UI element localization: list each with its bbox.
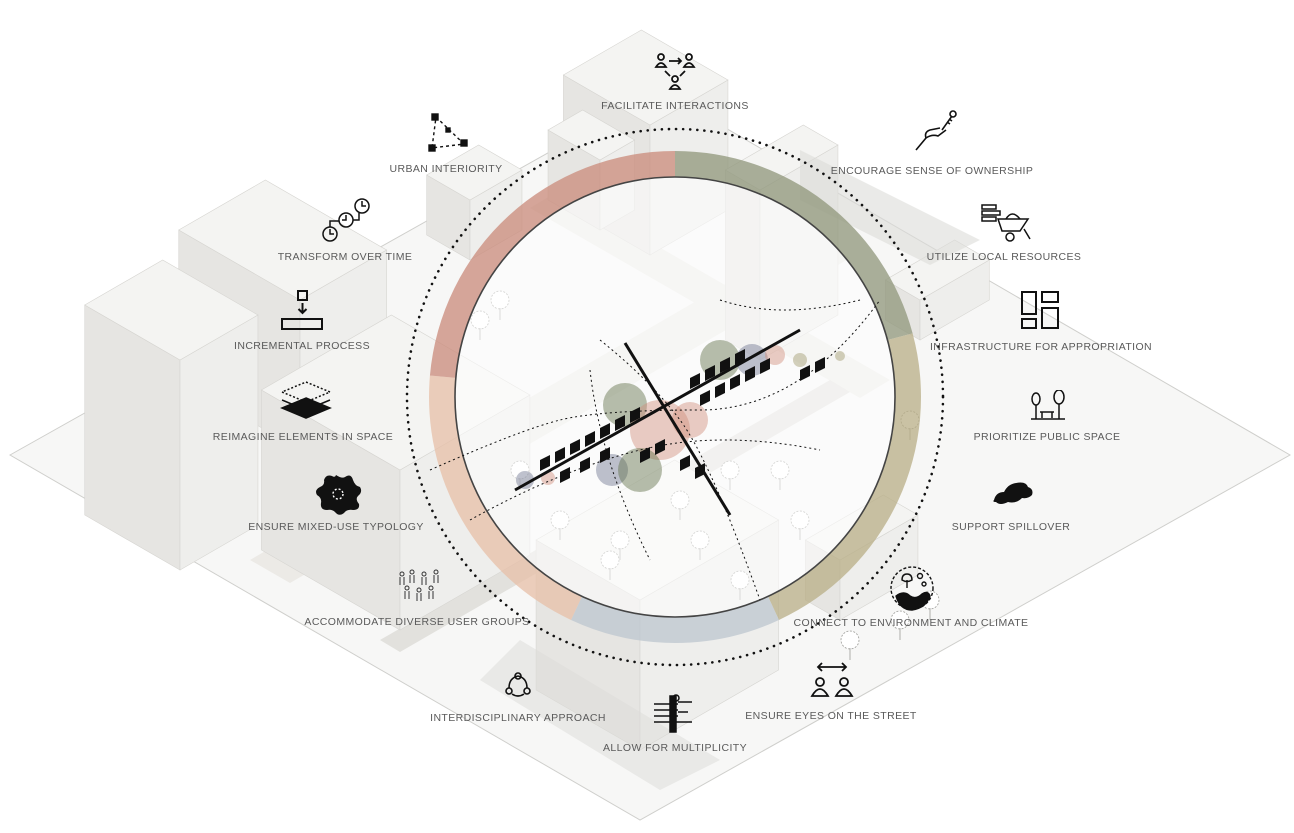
kiosk [680, 455, 690, 471]
movement-path [719, 299, 861, 311]
building [426, 144, 523, 261]
label-incremental-process: INCREMENTAL PROCESS [234, 340, 370, 352]
label-eyes-on-street: ENSURE EYES ON THE STREET [745, 710, 917, 722]
label-transform-over-time: TRANSFORM OVER TIME [277, 251, 413, 263]
kiosk [640, 447, 650, 463]
globe-nature-icon [888, 564, 936, 612]
label-multiplicity: ALLOW FOR MULTIPLICITY [603, 742, 747, 754]
stack-arrow-icon [280, 290, 324, 332]
kiosk [800, 365, 810, 381]
label-infrastructure-appropriation: INFRASTRUCTURE FOR APPROPRIATION [929, 341, 1153, 353]
people-exchange-icon [654, 52, 696, 92]
shadow [800, 150, 980, 265]
ring-dotted-outline [405, 127, 945, 667]
activity-circle [516, 471, 534, 489]
label-accommodate-users: ACCOMMODATE DIVERSE USER GROUPS [304, 616, 530, 628]
clocks-icon [320, 196, 372, 244]
label-urban-interiority: URBAN INTERIORITY [389, 163, 503, 175]
kiosk [745, 366, 755, 382]
ring-segment [429, 375, 583, 620]
kiosk [705, 365, 715, 381]
label-reimagine-elements: REIMAGINE ELEMENTS IN SPACE [212, 431, 394, 443]
splat-icon [314, 472, 362, 516]
label-encourage-ownership: ENCOURAGE SENSE OF OWNERSHIP [830, 165, 1034, 177]
kiosk [585, 431, 595, 447]
activity-circle [618, 448, 662, 492]
activity-circle [672, 402, 708, 438]
kiosk [730, 374, 740, 390]
kiosk [715, 382, 725, 398]
label-ensure-mixed-use: ENSURE MIXED-USE TYPOLOGY [248, 521, 424, 533]
two-people-icon [808, 660, 856, 700]
label-utilize-local-resources: UTILIZE LOCAL RESOURCES [926, 251, 1082, 263]
movement-path [469, 439, 821, 521]
hand-key-icon [912, 110, 958, 154]
label-connect-environment: CONNECT TO ENVIRONMENT AND CLIMATE [793, 617, 1029, 629]
building [84, 259, 259, 571]
tree [840, 630, 860, 650]
activity-circle [793, 353, 807, 367]
grid-blocks-icon [1020, 290, 1062, 332]
ring-inner-edge [454, 176, 896, 618]
kiosk [655, 439, 665, 455]
kiosk [695, 463, 705, 479]
activity-circle [835, 351, 845, 361]
ring-inner-fill [455, 177, 895, 617]
activity-circle [630, 400, 690, 460]
kiosk [555, 447, 565, 463]
ring-segment [429, 151, 675, 378]
activity-circle [596, 454, 628, 486]
ring-segment [571, 596, 675, 643]
bench-trees-icon [1030, 390, 1066, 422]
axis-line [514, 328, 801, 492]
tool-comb-icon [650, 694, 696, 734]
label-support-spillover: SUPPORT SPILLOVER [951, 521, 1071, 533]
kiosk [540, 455, 550, 471]
movement-path [429, 299, 881, 471]
crowd-icon [396, 568, 444, 604]
kiosk [690, 373, 700, 389]
spill-blob-icon [990, 480, 1036, 508]
triangle-frame-icon [426, 112, 470, 154]
kiosk [570, 439, 580, 455]
kiosk [615, 415, 625, 431]
shadow [480, 640, 720, 790]
label-interdisciplinary: INTERDISCIPLINARY APPROACH [430, 712, 606, 724]
layers-icon [280, 380, 332, 422]
wheelbarrow-icon [980, 203, 1032, 243]
label-facilitate-interactions: FACILITATE INTERACTIONS [601, 100, 749, 112]
kiosk [630, 407, 640, 423]
ring-segment [675, 151, 913, 341]
ring-segment [767, 333, 921, 620]
kiosk [760, 358, 770, 374]
label-prioritize-public-space: PRIORITIZE PUBLIC SPACE [973, 431, 1121, 443]
ring-segment [675, 596, 779, 643]
axis-line [623, 342, 732, 516]
kiosk [700, 390, 710, 406]
kiosk [580, 457, 590, 473]
movement-path [599, 339, 761, 601]
cycle-nodes-icon [504, 672, 532, 698]
